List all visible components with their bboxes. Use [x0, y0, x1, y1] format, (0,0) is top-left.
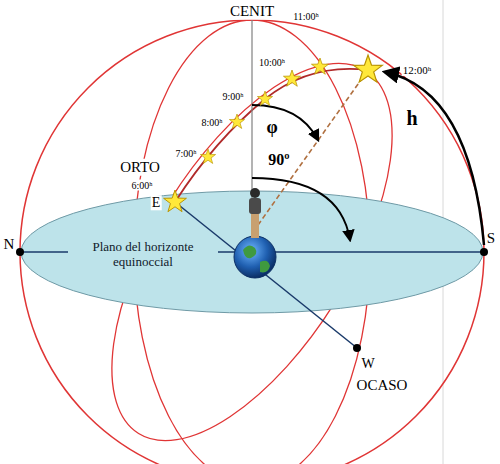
hour-label: 11:00ʰ	[292, 11, 320, 22]
angle-label: 90º	[267, 151, 290, 169]
altitude-symbol: h	[405, 107, 418, 129]
zenith-label: CENIT	[229, 3, 275, 20]
hour-label: 7:00ʰ	[175, 148, 198, 159]
hour-label: 9:00ʰ	[222, 91, 245, 102]
cardinal-point: N	[3, 236, 16, 253]
latitude-symbol: φ	[265, 118, 278, 138]
cardinal-point: E	[151, 195, 162, 210]
hour-label: 8:00ʰ	[201, 117, 224, 128]
cardinal-point: S	[486, 230, 496, 247]
hour-label: 10:00ʰ	[258, 57, 286, 68]
sunset-label: OCASO	[356, 377, 409, 394]
hour-label: 6:00ʰ	[131, 180, 154, 191]
hour-label: 12:00ʰ	[402, 64, 433, 76]
plane-label: Plano del horizonte equinoccial	[68, 240, 218, 270]
cardinal-point: W	[360, 356, 375, 371]
sunrise-label: ORTO	[119, 159, 161, 176]
